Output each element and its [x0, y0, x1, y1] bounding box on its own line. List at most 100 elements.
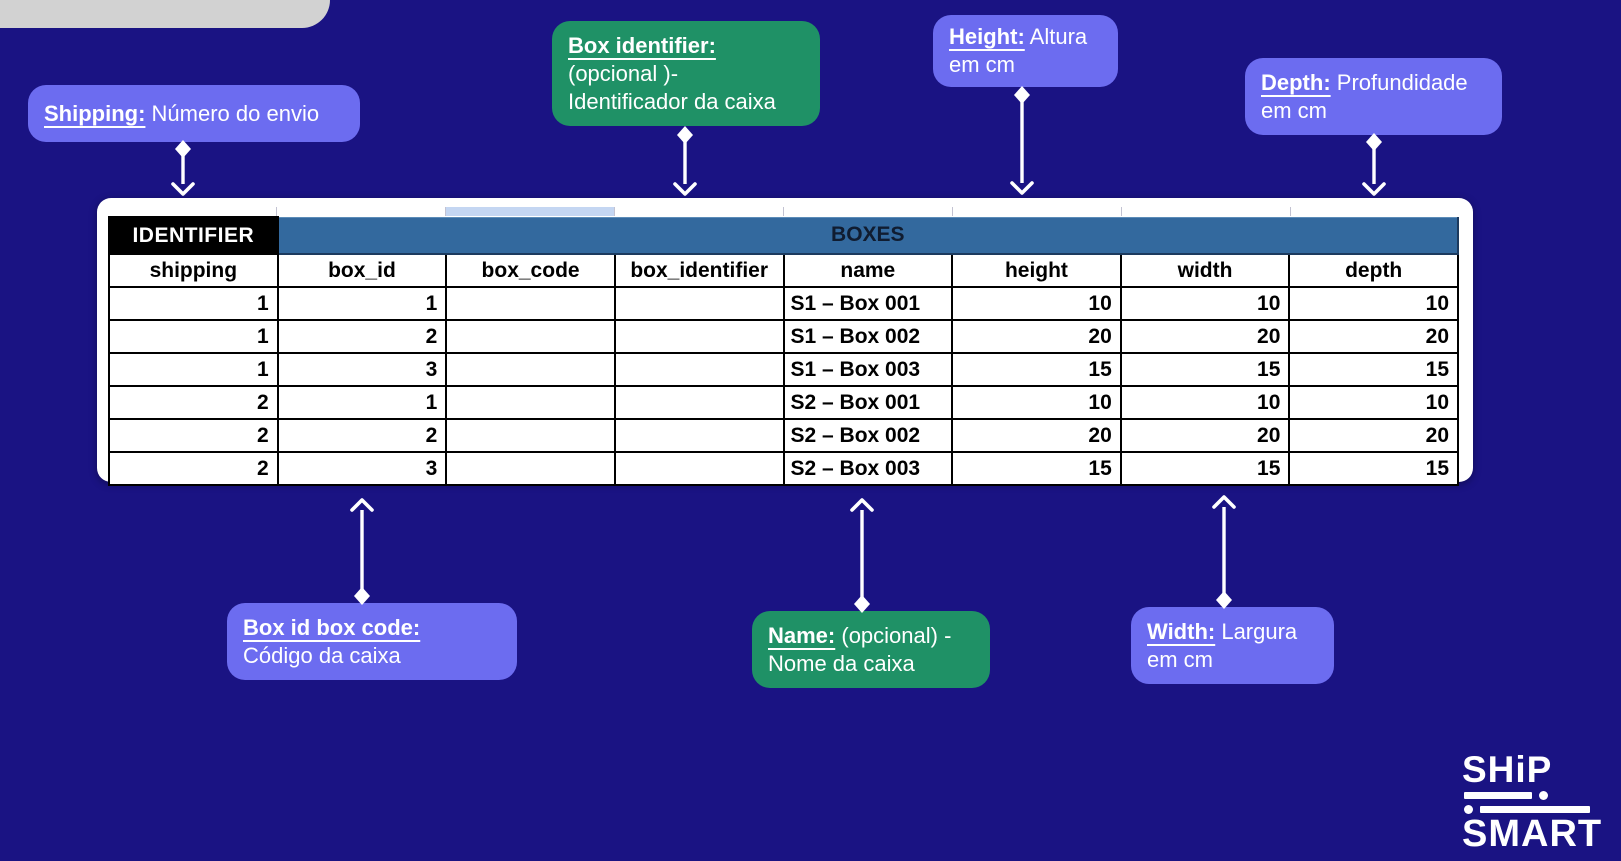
callout-box-identifier-term: Box identifier: — [568, 32, 716, 58]
sliver-cell — [1291, 207, 1459, 216]
column-header-box-id: box_id — [276, 253, 448, 288]
callout-box-identifier-line3: Identificador da caixa — [568, 88, 776, 114]
callout-name-rest: (opcional) - — [835, 622, 952, 648]
callout-name-line2: Nome da caixa — [768, 650, 915, 676]
cell-box-id: 3 — [276, 451, 448, 486]
cell-height: 15 — [951, 352, 1122, 387]
arrow-down-height-icon — [1010, 86, 1034, 195]
cell-height: 15 — [951, 451, 1122, 486]
callout-height: Height: Altura em cm — [933, 15, 1118, 87]
identifier-corner-cell: IDENTIFIER — [108, 216, 279, 255]
cell-height: 20 — [951, 319, 1122, 354]
top-left-card-decoration — [0, 0, 330, 28]
callout-height-line2: em cm — [949, 52, 1015, 77]
sliver-cell — [1122, 207, 1291, 216]
cell-box-code — [445, 286, 616, 321]
spreadsheet-top-row-sliver — [108, 207, 1459, 216]
cell-name: S2 – Box 003 — [782, 451, 954, 486]
cell-shipping: 1 — [108, 286, 279, 321]
callout-shipping-rest: Número do envio — [145, 100, 320, 126]
cell-width: 20 — [1119, 418, 1291, 453]
arrow-down-depth-icon — [1362, 133, 1386, 196]
cell-box-id: 2 — [276, 418, 448, 453]
callout-depth-line2: em cm — [1261, 97, 1327, 123]
column-header-box-identifier: box_identifier — [613, 253, 785, 288]
cell-shipping: 2 — [108, 385, 279, 420]
sliver-cell — [108, 207, 277, 216]
cell-height: 10 — [951, 286, 1122, 321]
callout-name: Name: (opcional) - Nome da caixa — [752, 611, 990, 688]
callout-width-line2: em cm — [1147, 646, 1213, 672]
column-header-box-code: box_code — [445, 253, 616, 288]
cell-width: 20 — [1119, 319, 1291, 354]
callout-width-line1: Width: Largura — [1147, 618, 1297, 646]
callout-box-id-box-code-line2: Código da caixa — [243, 642, 401, 668]
callout-height-line1: Height: Altura — [949, 23, 1087, 51]
cell-name: S2 – Box 001 — [782, 385, 954, 420]
callout-shipping-term: Shipping: — [44, 100, 146, 126]
boxes-table: IDENTIFIER BOXES shipping box_id box_cod… — [108, 216, 1460, 486]
cell-name: S1 – Box 001 — [782, 286, 954, 321]
cell-depth: 10 — [1288, 385, 1459, 420]
callout-box-identifier-line2: (opcional )- — [568, 60, 679, 86]
callout-width-rest: Largura — [1215, 618, 1298, 644]
column-header-height: height — [951, 253, 1122, 288]
cell-width: 10 — [1119, 286, 1291, 321]
callout-height-term: Height: — [949, 24, 1025, 49]
arrow-up-name-icon — [850, 498, 874, 613]
callout-depth-line1: Depth: Profundidade — [1261, 69, 1468, 97]
cell-name: S1 – Box 003 — [782, 352, 954, 387]
column-header-width: width — [1119, 253, 1291, 288]
cell-name: S2 – Box 002 — [782, 418, 954, 453]
cell-depth: 20 — [1288, 418, 1459, 453]
shipsmart-logo: SHiP SMART — [1462, 749, 1603, 855]
table-row: 2 1 S2 – Box 001 10 10 10 — [108, 385, 1459, 420]
logo-bar-dot-row — [1464, 791, 1602, 800]
callout-name-term: Name: — [768, 622, 836, 648]
table-row: 1 2 S1 – Box 002 20 20 20 — [108, 319, 1459, 354]
column-header-name: name — [782, 253, 954, 288]
arrow-up-width-icon — [1212, 495, 1236, 609]
cell-width: 10 — [1119, 385, 1291, 420]
callout-depth-term: Depth: — [1261, 69, 1331, 95]
cell-box-identifier — [613, 319, 785, 354]
table-row: 2 2 S2 – Box 002 20 20 20 — [108, 418, 1459, 453]
cell-depth: 10 — [1288, 286, 1459, 321]
callout-box-id-box-code: Box id box code: Código da caixa — [227, 603, 517, 680]
cell-box-identifier — [613, 418, 785, 453]
cell-shipping: 1 — [108, 352, 279, 387]
callout-shipping: Shipping: Número do envio — [28, 85, 360, 142]
table-row: 2 3 S2 – Box 003 15 15 15 — [108, 451, 1459, 486]
callout-box-identifier-line1: Box identifier: — [568, 32, 716, 60]
logo-ship-text: SHiP — [1462, 749, 1553, 790]
sliver-cell — [784, 207, 953, 216]
cell-box-identifier — [613, 352, 785, 387]
callout-height-rest: Altura — [1024, 24, 1088, 49]
callout-shipping-text: Shipping: Número do envio — [44, 100, 319, 128]
cell-box-code — [445, 385, 616, 420]
cell-height: 10 — [951, 385, 1122, 420]
cell-shipping: 2 — [108, 418, 279, 453]
cell-box-code — [445, 451, 616, 486]
logo-bar-icon — [1464, 792, 1532, 799]
cell-box-id: 3 — [276, 352, 448, 387]
sliver-cell-highlighted — [446, 207, 615, 216]
cell-box-id: 2 — [276, 319, 448, 354]
logo-smart-text: SMART — [1462, 813, 1603, 855]
cell-width: 15 — [1119, 352, 1291, 387]
cell-depth: 15 — [1288, 451, 1459, 486]
cell-depth: 20 — [1288, 319, 1459, 354]
cell-depth: 15 — [1288, 352, 1459, 387]
cell-shipping: 2 — [108, 451, 279, 486]
callout-box-identifier: Box identifier: (opcional )- Identificad… — [552, 21, 820, 126]
callout-name-line1: Name: (opcional) - — [768, 622, 951, 650]
callout-width: Width: Largura em cm — [1131, 607, 1334, 684]
boxes-group-header: BOXES — [276, 216, 1460, 255]
logo-dot-icon — [1539, 791, 1548, 800]
table-row: 1 3 S1 – Box 003 15 15 15 — [108, 352, 1459, 387]
table-header-row: shipping box_id box_code box_identifier … — [108, 253, 1459, 288]
cell-box-identifier — [613, 451, 785, 486]
callout-depth-rest: Profundidade — [1330, 69, 1468, 95]
cell-box-code — [445, 418, 616, 453]
